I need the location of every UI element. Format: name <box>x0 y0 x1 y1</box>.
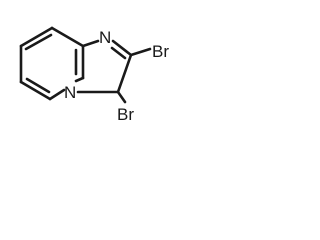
atom-br-upper: Br <box>152 42 169 61</box>
bond-c6-c5-outer <box>19 80 52 101</box>
bond-n1-c2-inner <box>110 46 127 60</box>
bond-c6-c5-inner <box>25 77 51 94</box>
bond-c8a-n1 <box>81 39 100 48</box>
bond-c2-br <box>129 47 152 57</box>
bond-c8-c7-inner <box>24 33 53 51</box>
bond-c2-c3 <box>116 53 133 94</box>
bond-c8-c7-outer <box>19 26 54 48</box>
bond-c3-br <box>116 90 127 104</box>
molecule-diagram: N N Br Br <box>0 0 188 124</box>
bond-c5-n4 <box>48 88 66 101</box>
atom-n-bridge: N <box>64 83 76 102</box>
bond-c8a-c8 <box>50 26 85 48</box>
atom-br-lower: Br <box>117 105 134 124</box>
atom-n-imine: N <box>99 28 111 47</box>
bond-n1-c2 <box>111 39 133 57</box>
structure-drawing: N N Br Br <box>19 26 169 124</box>
